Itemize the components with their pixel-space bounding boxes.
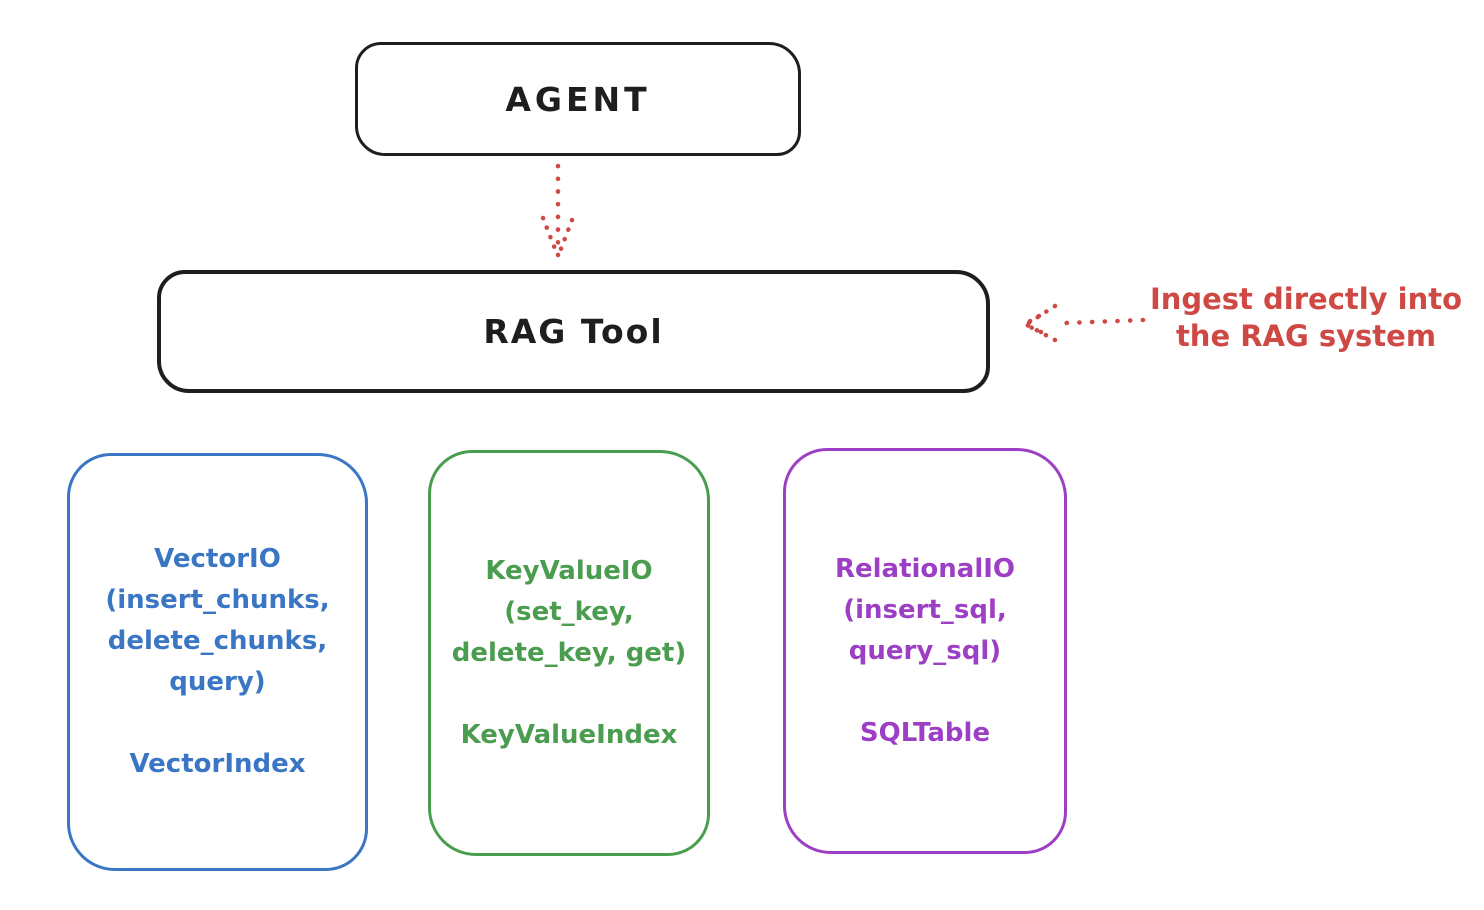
ingest-annotation-line1: Ingest directly into [1149,282,1463,316]
vector-index-label: VectorIndex [129,749,306,779]
ingest-annotation: Ingest directly into the RAG system [1138,281,1474,355]
relational-io-signature: RelationalIO (insert_sql, query_sql) [834,553,1016,666]
sql-table-label: SQLTable [859,717,991,748]
rag-tool-node-label: RAG Tool [483,312,664,351]
agent-node-label: AGENT [505,79,651,119]
vector-io-signature: VectorIO (insert_chunks, delete_chunks, … [105,544,330,697]
agent-node: AGENT [355,42,801,156]
keyvalue-io-signature: KeyValueIO (set_key, delete_key, get) [451,555,687,668]
ingest-annotation-line2: the RAG system [1175,319,1437,353]
keyvalue-index-label: KeyValueIndex [460,719,678,750]
keyvalue-io-node: KeyValueIO (set_key, delete_key, get) Ke… [428,450,710,856]
agent-to-rag-arrow [540,163,575,258]
ingest-arrow [1022,303,1146,343]
relational-io-node: RelationalIO (insert_sql, query_sql) SQL… [783,448,1067,854]
vector-io-node: VectorIO (insert_chunks, delete_chunks, … [67,453,368,871]
rag-tool-node: RAG Tool [157,270,990,393]
